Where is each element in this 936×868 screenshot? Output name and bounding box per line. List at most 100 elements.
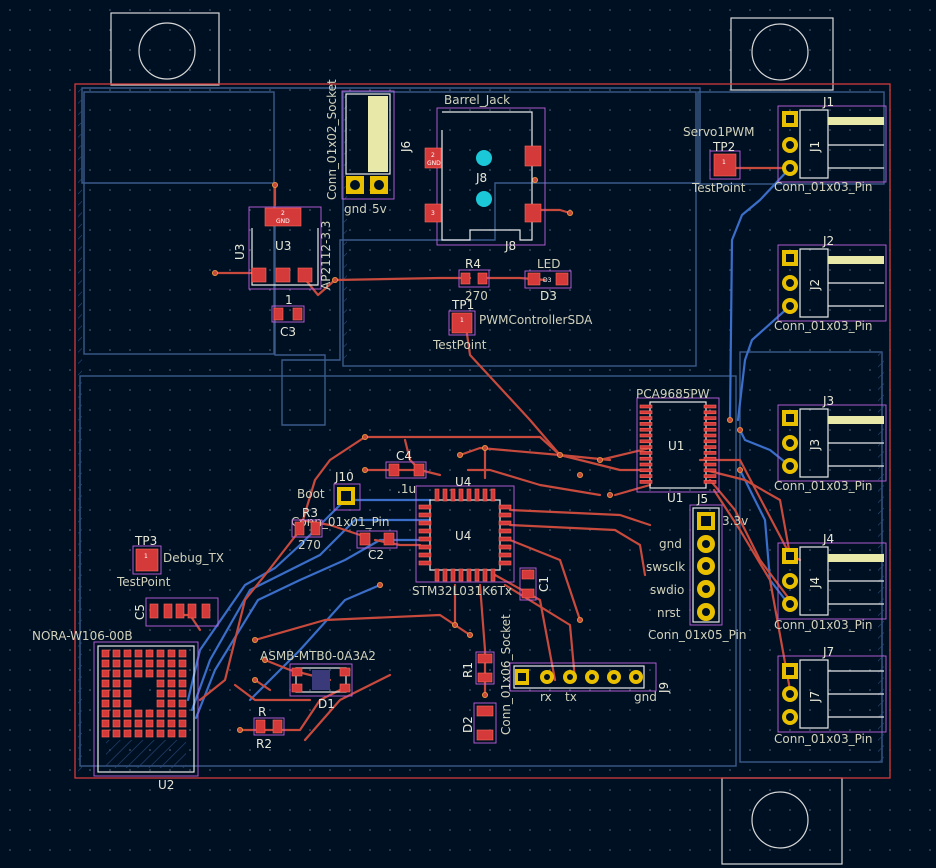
j9-ref: J9	[657, 682, 671, 694]
u4-pin	[474, 488, 480, 502]
u2-pad	[167, 729, 176, 738]
u4-pin	[418, 504, 432, 510]
u1-pin	[703, 445, 717, 449]
u4-ref-center: U4	[455, 529, 471, 543]
uart-header-j9[interactable]: J9 Conn_01x06_Socket rx tx gnd	[499, 614, 671, 735]
u2-pad	[101, 679, 110, 688]
back-copper-traces	[186, 166, 792, 720]
capacitor-c2[interactable]: C2	[356, 530, 398, 562]
u2-pad	[101, 669, 110, 678]
j2-ref-body: J2	[808, 279, 822, 291]
c5-ref: C5	[133, 604, 147, 620]
j9-pin-gnd: gnd	[634, 690, 657, 704]
u2-pad	[123, 709, 132, 718]
connector-j7[interactable]: J7 J7 Conn_01x03_Pin	[774, 645, 887, 746]
resistor-r1[interactable]: R1	[461, 651, 495, 685]
r2-ref: R2	[256, 737, 272, 751]
barrel-jack-j8[interactable]: 2 GND 3 J8 J8 Barrel_Jack	[424, 93, 546, 253]
j6-pin-gnd: gnd	[344, 202, 367, 216]
testpoint-tp1[interactable]: 1 TP1 PWMControllerSDA TestPoint	[432, 298, 593, 352]
u1-pin	[703, 462, 717, 467]
u1-pin	[703, 410, 717, 415]
u2-pad	[101, 699, 110, 708]
capacitor-c4[interactable]: C4 .1u	[385, 449, 427, 496]
u2-pad	[167, 659, 176, 668]
j8-ref: J8	[504, 239, 516, 253]
j5-pin-nrst: nrst	[657, 606, 681, 620]
u2-pad	[178, 729, 187, 738]
c3-value: 1	[285, 293, 293, 307]
tp1-pad-1: 1	[460, 317, 464, 324]
u1-pin	[703, 416, 717, 420]
connector-j2[interactable]: J2 J2 Conn_01x03_Pin	[774, 234, 887, 333]
j2-ref: J2	[822, 234, 834, 248]
board-edge-cuts	[74, 83, 891, 779]
u2-pad	[156, 689, 165, 698]
u2-pad	[123, 719, 132, 728]
resistor-r3[interactable]: R3 270	[291, 506, 323, 552]
u2-pad	[178, 719, 187, 728]
tp3-pad-1: 1	[144, 553, 148, 560]
u2-pad	[112, 659, 121, 668]
connector-j6[interactable]: J6 Conn_01x02_Socket gnd 5v	[325, 79, 413, 216]
u2-ref: U2	[158, 778, 174, 792]
u2-pad	[167, 669, 176, 678]
swd-header-j5[interactable]: J5 3.3v gnd swsclk swdio nrst Conn_01x05…	[646, 492, 748, 642]
resistor-r2[interactable]: R R2	[253, 705, 285, 751]
connector-j3[interactable]: J3 J3 Conn_01x03_Pin	[774, 394, 887, 493]
u4-pin	[482, 488, 488, 502]
capacitor-c1[interactable]: C1	[519, 567, 551, 601]
j3-ref-body: J3	[808, 439, 822, 451]
u2-pad	[156, 659, 165, 668]
u2-pad	[123, 669, 132, 678]
rgb-led-d1[interactable]: ASMB-MTB0-0A3A2 D1	[260, 649, 376, 711]
u2-pad	[112, 679, 121, 688]
r3-value: 270	[298, 538, 321, 552]
connector-j4[interactable]: J4 J4 Conn_01x03_Pin	[774, 532, 887, 632]
j8-value: Barrel_Jack	[444, 93, 510, 107]
u2-pad	[101, 649, 110, 658]
u1-pin	[639, 410, 653, 415]
u4-pin	[442, 488, 448, 502]
j10-ref: J10	[334, 470, 354, 484]
u2-pad	[156, 679, 165, 688]
ic-u1[interactable]: U1 PCA9685PW U1	[636, 387, 720, 505]
resistor-r4[interactable]: R4 270	[458, 257, 490, 303]
u1-pin	[639, 456, 653, 461]
capacitor-c3[interactable]: 1 C3	[271, 293, 305, 339]
r2-value: R	[258, 705, 266, 719]
r1-ref: R1	[461, 662, 475, 678]
u2-pad	[178, 689, 187, 698]
wifi-module-u2[interactable]: NORA-W106-00B U2	[32, 629, 199, 792]
j1-ref: J1	[822, 95, 834, 109]
u4-pin	[498, 520, 512, 526]
led-d2[interactable]: D2	[461, 702, 497, 744]
u2-pad	[167, 699, 176, 708]
u4-pin	[474, 568, 480, 582]
u1-pin	[703, 468, 717, 473]
u4-pins	[418, 488, 512, 582]
u1-pin	[703, 480, 717, 484]
r4-value: 270	[465, 289, 488, 303]
u2-pad	[156, 709, 165, 718]
mcu-u4[interactable]: U4 U4 STM32L031K6Tx	[412, 475, 515, 598]
u2-value: NORA-W106-00B	[32, 629, 133, 643]
j2-value: Conn_01x03_Pin	[774, 319, 872, 333]
u3-ref-center: U3	[275, 239, 291, 253]
u1-pin	[639, 422, 653, 426]
connector-j1[interactable]: J1 J1 Conn_01x03_Pin	[774, 95, 887, 194]
led-d3[interactable]: D3 LED D3	[524, 257, 572, 303]
u2-pad	[178, 709, 187, 718]
u2-pad	[178, 699, 187, 708]
testpoint-tp2[interactable]: 1 Servo1PWM TP2 TestPoint	[683, 125, 754, 195]
capacitor-c5[interactable]: C5	[133, 597, 219, 627]
u2-pad	[101, 729, 110, 738]
j5-pin-3v3: 3.3v	[722, 514, 748, 528]
testpoint-tp3[interactable]: 1 TP3 Debug_TX TestPoint	[116, 534, 224, 589]
u2-pad	[134, 649, 143, 658]
d1-ref: D1	[318, 697, 335, 711]
u1-pin	[639, 451, 653, 455]
regulator-u3[interactable]: 2 GND U3 U3 AP2112-3.3	[233, 206, 333, 290]
u2-pad	[123, 659, 132, 668]
